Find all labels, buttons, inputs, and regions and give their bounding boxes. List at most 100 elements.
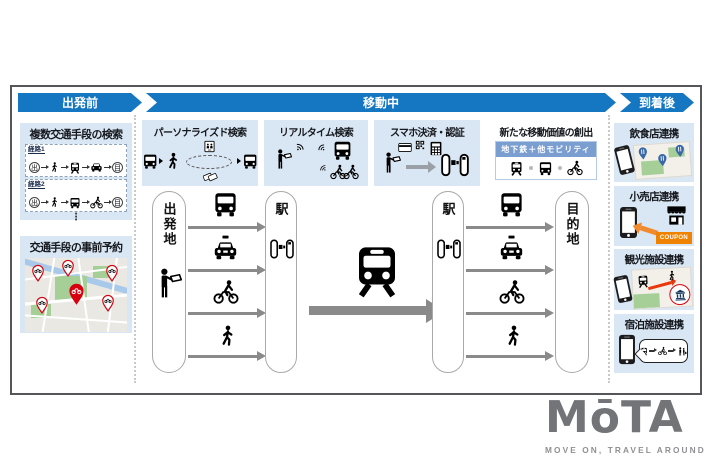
chevron-icon <box>236 158 241 164</box>
box-title: 複数交通手段の検索 <box>29 129 123 141</box>
dashed-loop <box>185 155 232 169</box>
origin-terminal: 出 <box>29 162 40 173</box>
bus-icon <box>498 191 525 218</box>
route-option-2: 経路2 出 目 <box>25 179 127 212</box>
bicycle-icon <box>90 196 103 209</box>
qr-code-icon <box>415 140 425 150</box>
train-icon <box>640 346 648 357</box>
bike-pin-icon <box>61 259 75 277</box>
train-icon <box>350 242 404 300</box>
wifi-icon <box>314 140 330 156</box>
route-arrow <box>647 281 672 290</box>
bus-icon <box>142 152 158 171</box>
destination-pill: 目的地 <box>555 191 589 373</box>
flow-arrow <box>188 265 266 275</box>
partner-graphic <box>614 266 694 310</box>
arrow-icon <box>60 199 69 205</box>
lodging-partner-box: 宿泊施設連携 <box>614 314 694 373</box>
ticket-gate-icon <box>436 238 462 260</box>
retail-partner-box: 小売店連携 COUPON <box>614 186 694 246</box>
flow-arrow <box>188 351 266 361</box>
bus-icon <box>212 191 239 218</box>
arrow-icon <box>668 347 677 354</box>
combo-label: 地下鉄＋他モビリティ <box>496 142 596 157</box>
arrow-icon <box>60 164 69 170</box>
restaurant-pin-icon <box>637 146 649 161</box>
icon-row <box>496 157 596 179</box>
map-road <box>25 313 127 325</box>
museum-pin <box>668 283 691 306</box>
logo-wordmark: MōTA <box>545 392 684 443</box>
restaurant-pin-icon <box>656 153 668 168</box>
wifi-icon <box>292 139 309 156</box>
arrow-icon <box>103 164 112 170</box>
origin-label: 出発地 <box>161 202 177 247</box>
station-left-pill: 駅 <box>265 191 297 373</box>
icon-row <box>142 139 258 183</box>
restaurant-pin-icon <box>674 143 686 158</box>
realtime-search-box: リアルタイム検索 <box>264 120 368 186</box>
coupon-tag: COUPON <box>655 232 692 244</box>
personalized-search-box: パーソナライズド検索 <box>142 120 258 186</box>
origin-terminal: 出 <box>29 197 40 208</box>
partner-graphic: COUPON <box>614 204 694 246</box>
route-list: 経路1 出 目 経路2 <box>20 142 132 223</box>
pedestrian-icon <box>164 151 182 172</box>
diagram-frame: 出発前 移動中 到着後 複数交通手段の検索 経路1 出 <box>10 85 702 395</box>
restaurant-map <box>632 141 693 180</box>
pedestrian-icon <box>49 197 60 208</box>
destination-terminal: 目 <box>112 162 123 173</box>
arrow-icon <box>81 199 90 205</box>
tourism-map <box>630 266 694 310</box>
station-right-pill: 駅 <box>432 191 464 373</box>
selected-bike-pin-icon <box>67 282 86 306</box>
options-ellipse <box>184 140 236 182</box>
pedestrian-icon <box>49 162 60 173</box>
section-divider <box>608 115 610 383</box>
flow-arrow <box>466 222 554 232</box>
plus-dot <box>529 166 533 170</box>
flow-arrow <box>466 308 554 318</box>
box-title: リアルタイム検索 <box>278 128 354 139</box>
box-title: 飲食店連携 <box>629 128 680 140</box>
car-icon <box>90 161 103 174</box>
bicycle-icon <box>499 279 525 305</box>
pedestrian-icon <box>666 270 678 282</box>
tickets-icon <box>202 171 219 184</box>
bike-pin-icon <box>31 264 45 282</box>
arrow-icon <box>40 164 49 170</box>
box-title: 宿泊施設連携 <box>624 319 685 331</box>
section-divider <box>134 115 136 383</box>
advance-booking-box: 交通手段の事前予約 <box>20 236 132 333</box>
multi-modal-search-box: 複数交通手段の検索 経路1 出 目 <box>20 123 132 223</box>
feature-graphic <box>374 139 480 183</box>
person-tablet-icon <box>382 152 403 173</box>
pedestrian-icon <box>216 325 239 348</box>
wifi-icon <box>316 161 330 175</box>
route-label: 経路1 <box>28 146 45 155</box>
feature-graphic <box>142 139 258 183</box>
ticket-gate-icon <box>269 238 295 260</box>
destination-label: 目的地 <box>564 202 580 247</box>
stage-label: 到着後 <box>638 96 675 110</box>
bus-icon <box>242 152 258 171</box>
box-title: 観光施設連携 <box>624 254 685 266</box>
bike-pin-icon <box>35 296 49 314</box>
taxi-icon <box>212 235 239 262</box>
box-title: パーソナライズド検索 <box>153 128 247 139</box>
box-title: スマホ決済・認証 <box>389 128 465 139</box>
mota-logo: MōTA MOVE ON, TRAVEL AROUND <box>545 392 707 456</box>
bus-icon <box>538 161 553 176</box>
route-flow: 出 目 <box>29 196 123 209</box>
arrow-icon <box>406 161 436 173</box>
tourism-partner-box: 観光施設連携 <box>614 249 694 310</box>
origin-pill: 出発地 <box>152 191 186 373</box>
station-label: 駅 <box>440 202 456 217</box>
stage-label: 出発前 <box>61 96 98 110</box>
route-label: 経路2 <box>28 181 45 190</box>
taxi-icon <box>498 235 525 262</box>
flow-arrow <box>188 222 266 232</box>
bike-share-map <box>25 258 127 332</box>
pedestrian-icon <box>502 325 525 348</box>
